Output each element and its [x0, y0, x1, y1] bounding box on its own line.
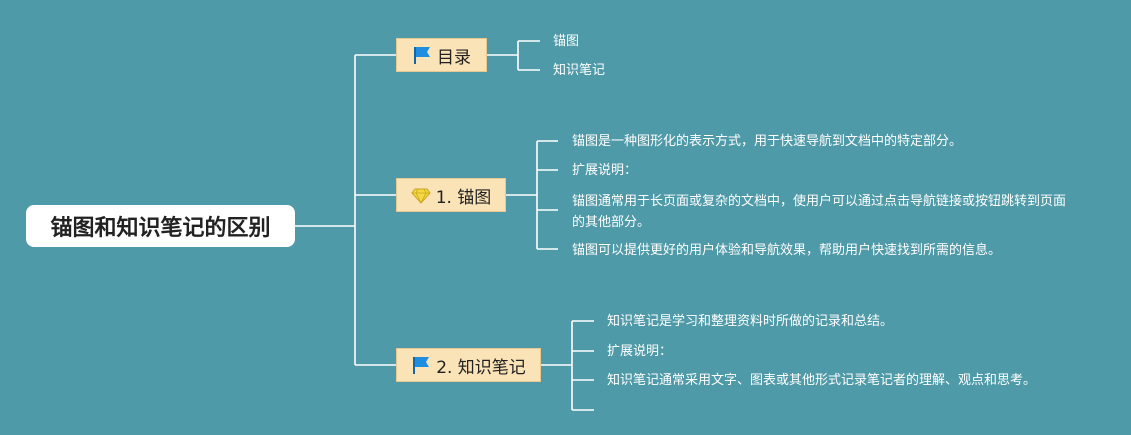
diamond-icon — [411, 185, 431, 205]
toc-item-knowledge-notes[interactable]: 知识笔记 — [553, 63, 606, 78]
flag-icon — [411, 355, 431, 375]
knowledge-notes-usage: 知识笔记通常采用文字、图表或其他形式记录笔记者的理解、观点和思考。 — [607, 373, 1037, 388]
root-topic-label: 锚图和知识笔记的区别 — [50, 216, 271, 241]
anchor-map-usage: 锚图通常用于长页面或复杂的文档中，使用户可以通过点击导航链接或按钮跳转到页面的其… — [572, 194, 1067, 230]
flag-icon — [412, 45, 432, 65]
anchor-map-extension-heading: 扩展说明： — [572, 163, 638, 178]
branch-anchor-map-label: 1. 锚图 — [435, 187, 492, 208]
branch-toc[interactable]: 目录 — [396, 38, 487, 72]
branch-toc-label: 目录 — [437, 47, 471, 68]
branch-knowledge-notes-label: 2. 知识笔记 — [436, 357, 526, 378]
branch-anchor-map[interactable]: 1. 锚图 — [396, 178, 506, 212]
branch-knowledge-notes[interactable]: 2. 知识笔记 — [396, 348, 541, 382]
anchor-map-benefit: 锚图可以提供更好的用户体验和导航效果，帮助用户快速找到所需的信息。 — [572, 243, 1002, 258]
root-topic[interactable]: 锚图和知识笔记的区别 — [26, 205, 295, 247]
anchor-map-definition: 锚图是一种图形化的表示方式，用于快速导航到文档中的特定部分。 — [572, 134, 963, 149]
toc-item-anchor-map[interactable]: 锚图 — [553, 34, 580, 49]
knowledge-notes-extension-heading: 扩展说明： — [607, 344, 673, 359]
knowledge-notes-definition: 知识笔记是学习和整理资料时所做的记录和总结。 — [607, 314, 894, 329]
